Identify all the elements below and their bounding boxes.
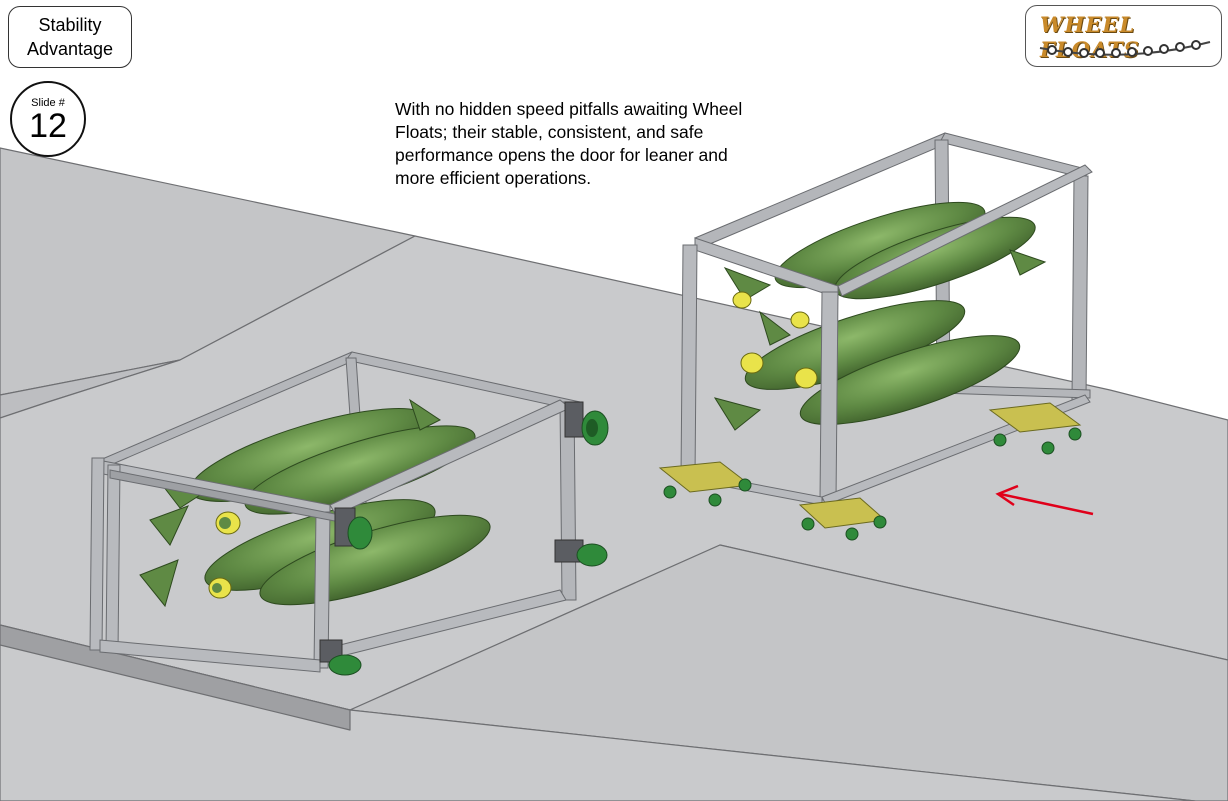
wheel-float-icon [798, 497, 887, 541]
slide-number-badge: Slide # 12 [10, 81, 86, 157]
slide-title-line-1: Stability [38, 15, 102, 35]
caster-wheel-icon [319, 639, 362, 676]
logo-wordmark: WHEEL FLOATS [1040, 12, 1140, 62]
left-rack-frame-front [89, 399, 571, 673]
wheel-float-icon [988, 402, 1082, 455]
caster-wheel-icon [334, 507, 373, 550]
left-rack [89, 351, 609, 676]
wheel-floats-logo: WHEEL FLOATS [1025, 5, 1222, 67]
right-rack-bombs [713, 201, 1047, 431]
right-rack-wheel-floats [658, 402, 1082, 541]
floor [0, 147, 1228, 801]
slide-number: 12 [29, 107, 67, 145]
slide-body-text: With no hidden speed pitfalls awaiting W… [395, 99, 743, 188]
red-left-arrow-icon [995, 484, 1094, 516]
caster-wheel-icon [564, 401, 609, 446]
right-rack [658, 132, 1093, 541]
left-rack-casters [319, 401, 609, 676]
slide-title-box: Stability Advantage [8, 6, 132, 68]
logo-wheels-icon [1039, 40, 1211, 58]
wheel-float-icon [658, 461, 752, 507]
slide-title-line-2: Advantage [26, 39, 114, 59]
slide-number-label: Slide # [31, 97, 65, 109]
floor-edge [0, 624, 351, 731]
caster-wheel-icon [554, 539, 608, 567]
